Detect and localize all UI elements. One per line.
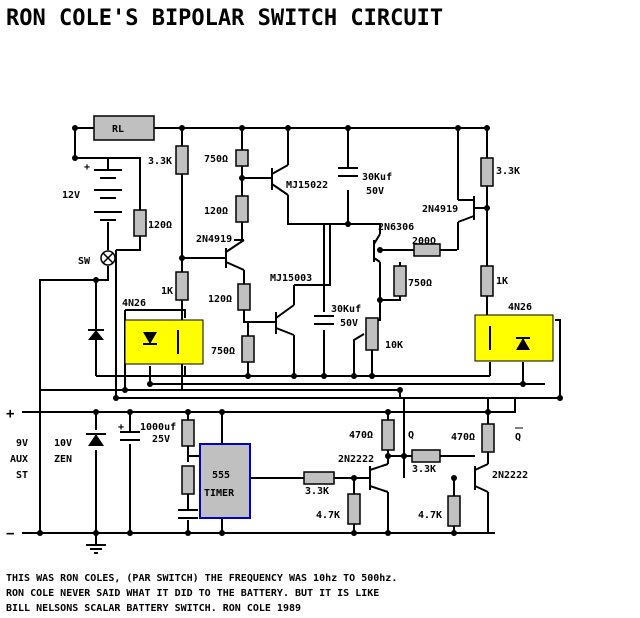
capacitors [120,167,358,519]
switch-sw [100,250,116,266]
label-750-mid: 750Ω [408,278,432,289]
label-4.7k-right: 4.7K [418,510,442,521]
resistor-200 [413,243,441,257]
label-4.7k-left: 4.7K [316,510,340,521]
label-2n2222-left: 2N2222 [338,454,374,465]
label-qbar: Q [515,432,521,443]
label-30kuf-top: 30Kuf [362,172,392,183]
resistor-4.7k-right [447,495,461,527]
label-120-top: 120Ω [204,206,228,217]
resistor-120-mid [237,283,251,311]
footer-line: BILL NELSONS SCALAR BATTERY SWITCH. RON … [6,603,302,614]
label-470-left: 470Ω [349,430,373,441]
battery-12v [94,169,122,232]
resistor-3.3k-bottom [411,449,441,463]
label-1000uf: 1000uf [140,422,176,433]
label-470-right: 470Ω [451,432,475,443]
resistor-750-mid [393,265,407,297]
labels: RL 3.3K 750Ω 120Ω MJ15022 30Kuf 50V 3.3K… [6,124,532,542]
pot-10k [365,317,379,351]
resistor-470-left [381,419,395,451]
label-120-batt: 120Ω [148,220,172,231]
label-plus-rail: + [6,406,14,422]
label-10v: 10V [54,438,72,449]
label-2n4919-left: 2N4919 [196,234,232,245]
label-2n4919-right: 2N4919 [422,204,458,215]
label-4n26-left: 4N26 [122,298,146,309]
label-750-top: 750Ω [204,154,228,165]
label-timer: TIMER [204,488,235,499]
label-120-mid: 120Ω [208,294,232,305]
resistor-120-top [235,195,249,223]
resistor-3.3k-left [175,145,189,175]
opto-4n26-left [124,319,204,365]
zener-diode [88,434,104,446]
resistor-1k-right [480,265,494,297]
footer-line: RON COLE NEVER SAID WHAT IT DID TO THE B… [6,588,380,599]
label-10k: 10K [385,340,403,351]
label-200: 200Ω [412,236,436,247]
label-3.3k-left: 3.3K [148,156,172,167]
label-2n6306: 2N6306 [378,222,414,233]
label-50v-mid: 50V [340,318,358,329]
resistor-timer-top [181,419,195,447]
label-cap-plus: + [118,422,124,433]
label-1k-right: 1K [496,276,508,287]
label-50v-top: 50V [366,186,384,197]
opto-4n26-right [474,314,554,362]
opto-right-led [516,338,530,350]
resistor-1k-left [175,271,189,301]
resistor-750-bottom [241,335,255,363]
label-rl: RL [112,124,124,135]
resistor-750-top [235,149,249,167]
label-2n2222-right: 2N2222 [492,470,528,481]
resistor-3.3k-mid [303,471,335,485]
label-1k-left: 1K [161,286,173,297]
diagram-title: RON COLE'S BIPOLAR SWITCH CIRCUIT [6,6,444,31]
resistor-470-right [481,423,495,453]
footer-line: THIS WAS RON COLES, (PAR SWITCH) THE FRE… [6,573,398,584]
label-12v: 12V [62,190,80,201]
resistor-120-batt [133,209,147,237]
label-battery-plus: + [84,162,90,173]
diode-left [88,330,104,340]
label-aux: AUX [10,454,28,465]
label-3.3k-mid: 3.3K [305,486,329,497]
label-mj15003: MJ15003 [270,273,312,284]
opto-left-led [143,332,157,344]
label-sw: SW [78,256,91,267]
label-mj15022: MJ15022 [286,180,328,191]
resistor-3.3k-right [480,157,494,187]
footer-notes: THIS WAS RON COLES, (PAR SWITCH) THE FRE… [6,571,397,616]
label-25v: 25V [152,434,170,445]
resistor-timer-mid [181,465,195,495]
transistors [225,164,489,493]
label-4n26-right: 4N26 [508,302,532,313]
label-3.3k-right: 3.3K [496,166,520,177]
junctions [37,125,563,536]
label-9v: 9V [16,438,28,449]
label-555: 555 [212,470,230,481]
label-st: ST [16,470,28,481]
label-30kuf-mid: 30Kuf [331,304,361,315]
label-q: Q [408,430,414,441]
label-minus-rail: − [6,526,14,542]
label-750-bottom: 750Ω [211,346,235,357]
label-3.3k-bottom: 3.3K [412,464,436,475]
timer-555 [199,443,251,519]
label-zen: ZEN [54,454,72,465]
resistor-4.7k-left [347,493,361,525]
load-rl [93,115,155,141]
resistors [133,145,495,527]
